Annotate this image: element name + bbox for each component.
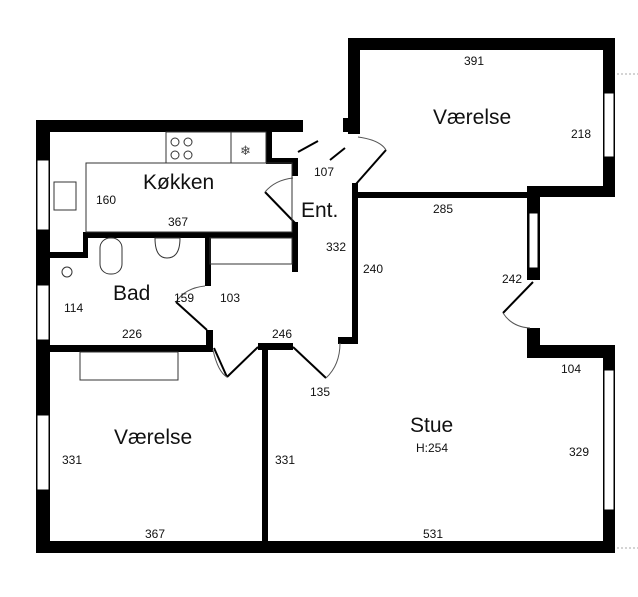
dim: 332 [326, 240, 346, 254]
room-label-bath: Bad [113, 282, 150, 305]
fixtures: ❄ [53, 131, 293, 381]
dim: 226 [122, 327, 142, 341]
dim: 531 [423, 527, 443, 541]
dim: 285 [433, 202, 453, 216]
dim: 104 [561, 362, 581, 376]
freezer-icon: ❄ [240, 143, 251, 158]
dim: 246 [272, 327, 292, 341]
dim: 367 [168, 215, 188, 229]
hall-closet [209, 237, 293, 265]
shower-icon [61, 266, 73, 278]
wardrobe [79, 351, 179, 381]
stove-icon [170, 137, 193, 160]
dim: 114 [64, 301, 83, 315]
room-label-kitchen: Køkken [143, 171, 214, 194]
room-label-bedroom-bottom: Værelse [114, 426, 192, 449]
living-height: H:254 [416, 441, 448, 455]
windows [36, 92, 615, 511]
dim: 391 [464, 54, 484, 68]
doors [175, 136, 534, 379]
toilet-icon [99, 237, 123, 275]
dim: 103 [220, 291, 240, 305]
dimension-labels: 391 218 107 160 367 332 285 240 242 104 … [62, 54, 591, 541]
dim: 135 [310, 385, 330, 399]
dim: 331 [275, 453, 295, 467]
dim: 242 [502, 272, 522, 286]
dim: 159 [174, 291, 194, 305]
room-label-bedroom-top: Værelse [433, 106, 511, 129]
room-label-entrance: Ent. [301, 199, 338, 222]
dim: 107 [314, 165, 334, 179]
basin-icon [154, 237, 181, 259]
dim: 331 [62, 453, 82, 467]
room-labels: Køkken Ent. Bad Værelse Værelse Stue H:2… [113, 106, 511, 455]
dim: 367 [145, 527, 165, 541]
dim: 329 [569, 445, 589, 459]
dim: 160 [96, 193, 116, 207]
sink-icon [53, 181, 77, 211]
room-label-living: Stue [410, 414, 453, 437]
dim: 240 [363, 262, 383, 276]
counter-top [165, 131, 267, 164]
dim: 218 [571, 127, 591, 141]
